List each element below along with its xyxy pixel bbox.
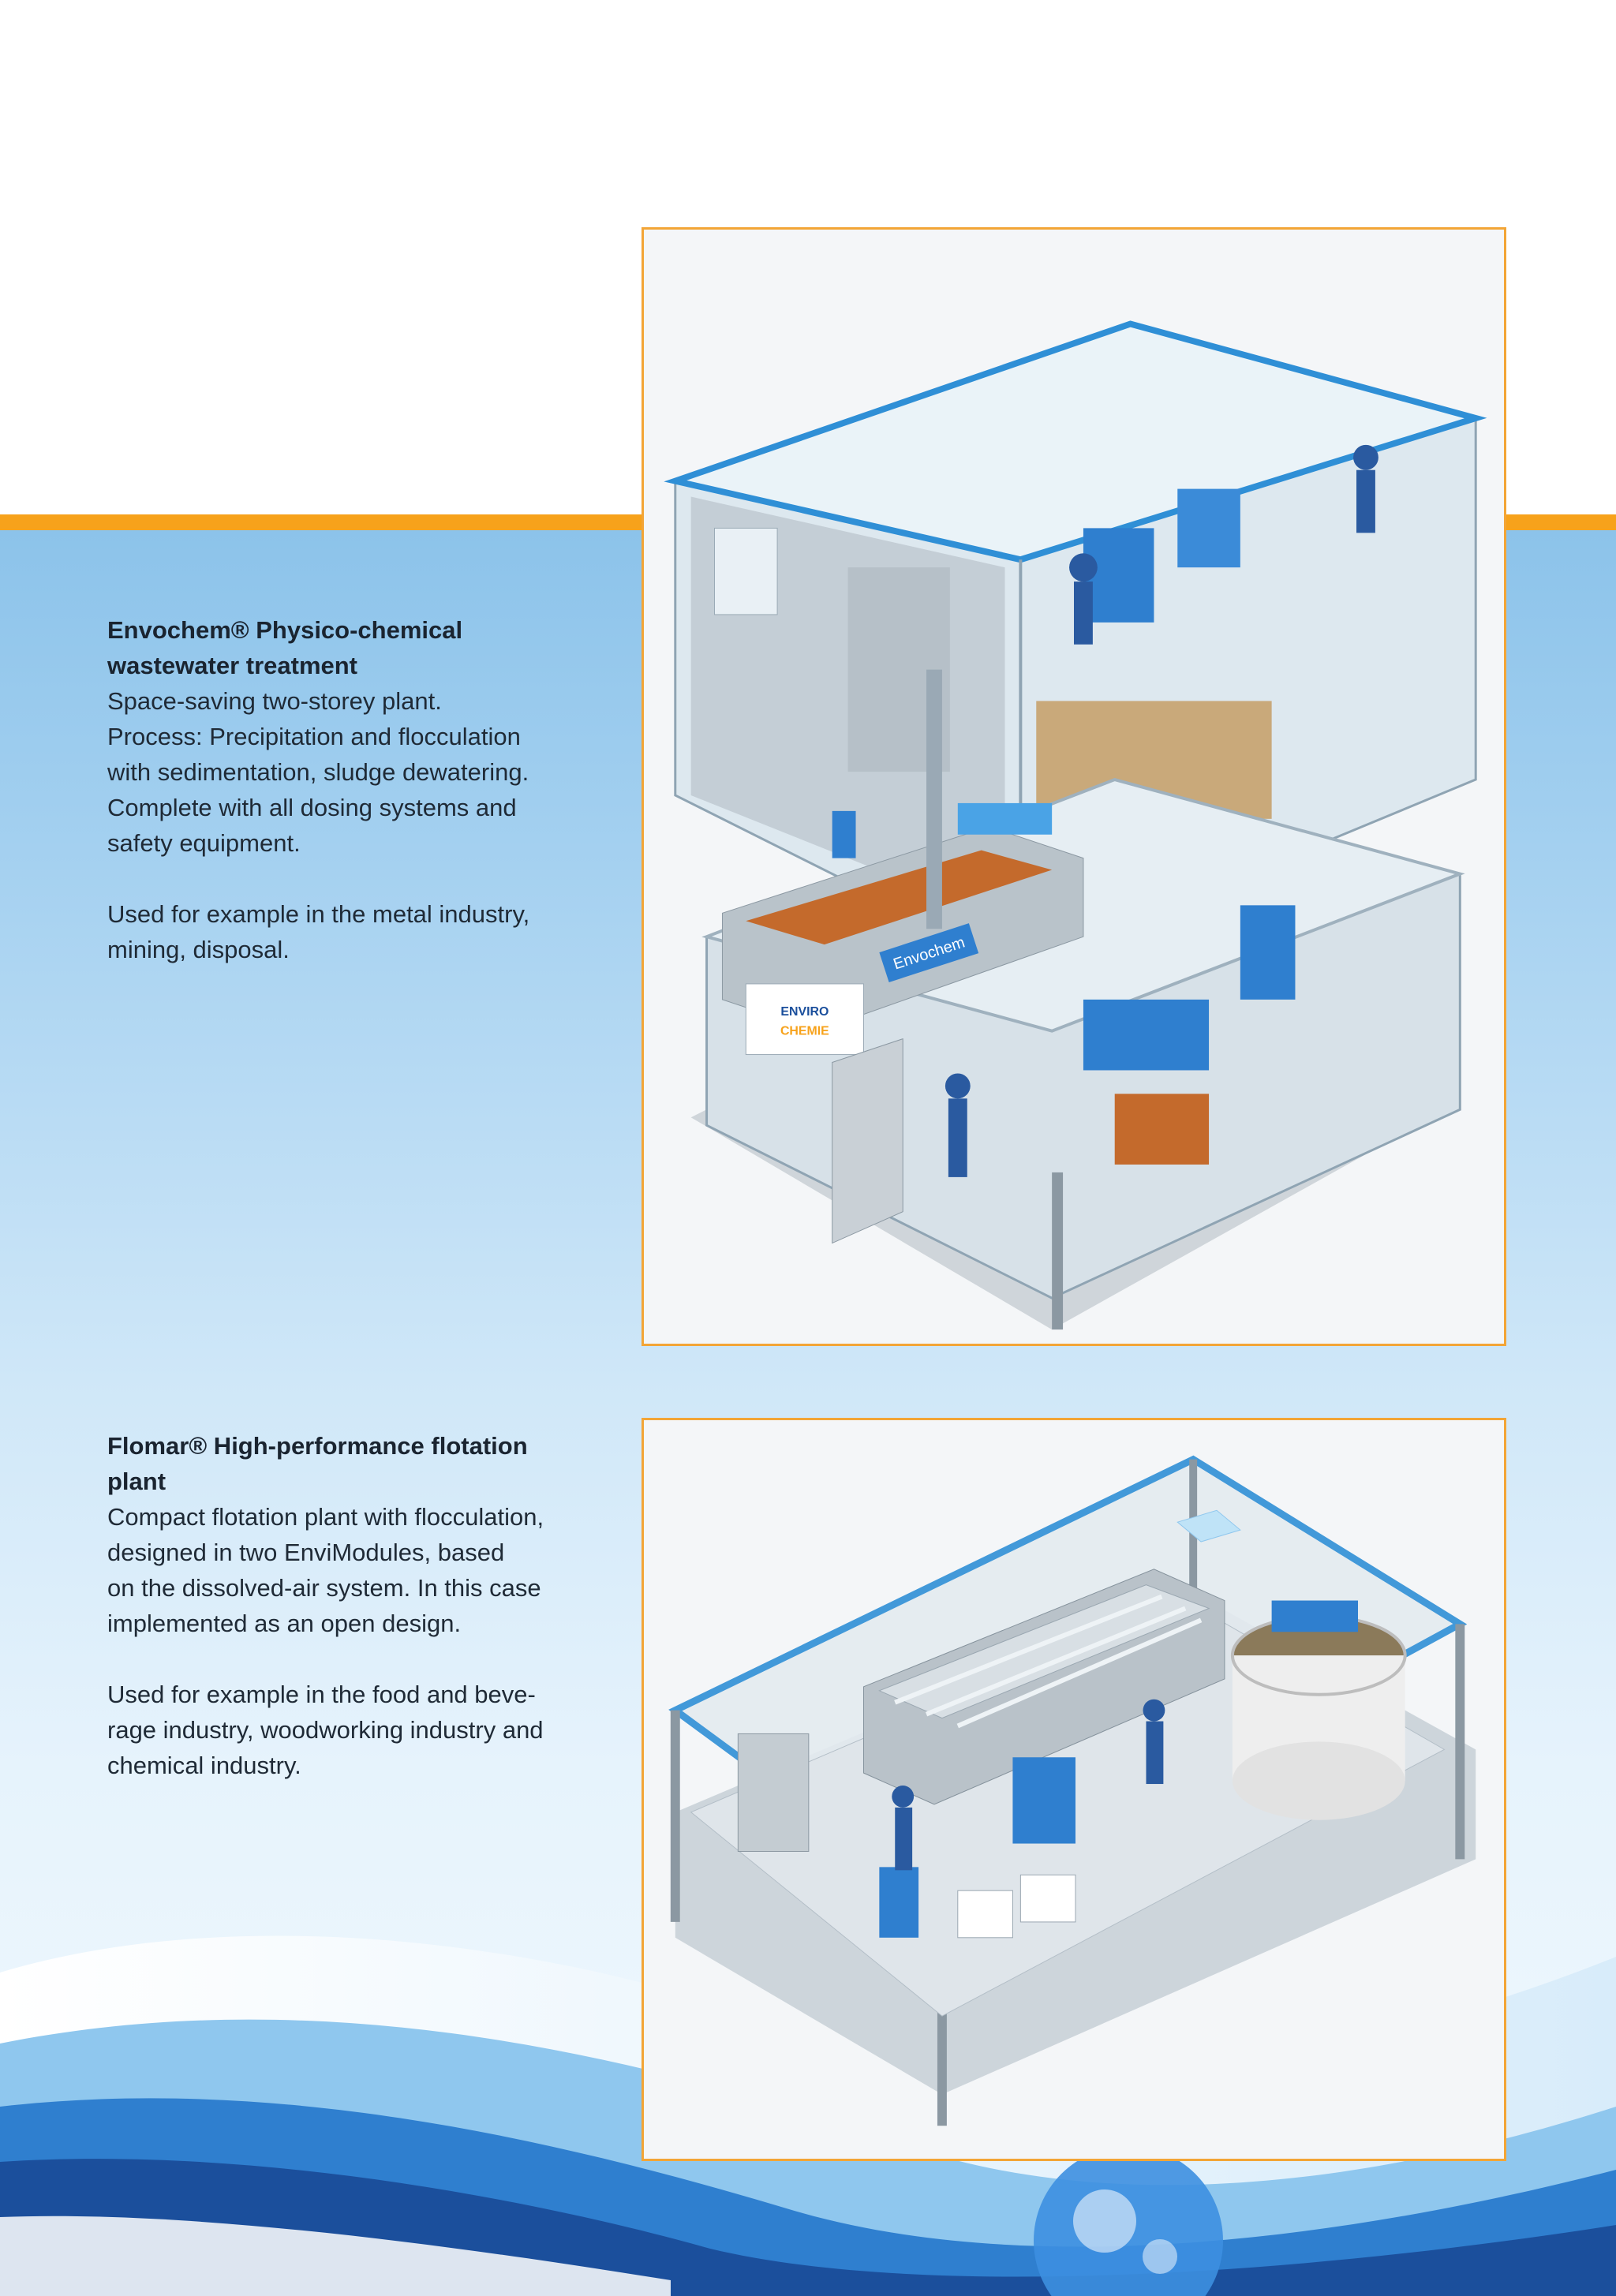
svg-text:ENVIRO: ENVIRO: [780, 1005, 829, 1019]
section-1-line: with sedimentation, sludge dewatering.: [107, 758, 529, 786]
svg-text:CHEMIE: CHEMIE: [780, 1025, 829, 1038]
section-1-usage: mining, disposal.: [107, 936, 290, 963]
section-2-line: Compact flotation plant with flocculatio…: [107, 1503, 544, 1531]
section-2-usage: Used for example in the food and beve-: [107, 1681, 536, 1708]
section-1-line: safety equipment.: [107, 829, 301, 857]
section-2-line: on the dissolved-air system. In this cas…: [107, 1574, 541, 1602]
section-1-line: Complete with all dosing systems and: [107, 794, 517, 821]
section-1-title: Envochem® Physico-chemical wastewater tr…: [107, 616, 463, 679]
section-1-usage: Used for example in the metal industry,: [107, 900, 530, 928]
section-2-line: implemented as an open design.: [107, 1610, 462, 1637]
section-1-line: Process: Precipitation and flocculation: [107, 723, 521, 750]
section-2-line: designed in two EnviModules, based: [107, 1539, 505, 1566]
section-1-line: Space-saving two-storey plant.: [107, 687, 442, 715]
envochem-plant-illustration: Envochem ENVIRO CHEMIE: [642, 227, 1506, 1346]
section-2-usage: rage industry, woodworking industry and: [107, 1716, 544, 1744]
section-2-usage: chemical industry.: [107, 1752, 301, 1779]
section-2-title: Flomar® High-performance flotation plant: [107, 1432, 528, 1495]
section-2-text: Flomar® High-performance flotation plant…: [107, 1428, 581, 1783]
section-1-text: Envochem® Physico-chemical wastewater tr…: [107, 612, 581, 967]
envirochemie-logo: [745, 983, 864, 1056]
flomar-plant-illustration: [642, 1418, 1506, 2161]
